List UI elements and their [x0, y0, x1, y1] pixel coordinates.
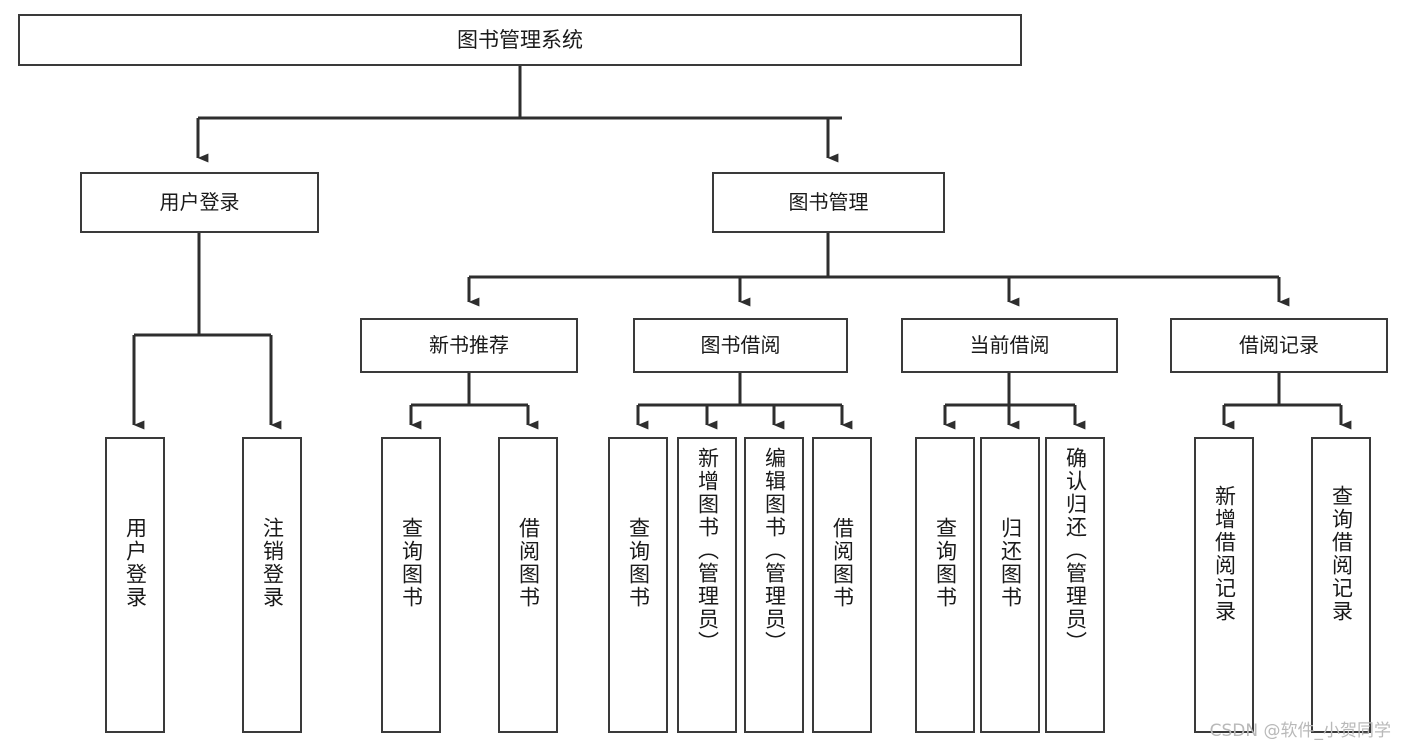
leaf-query-book-recommend[interactable]: 查询图书	[381, 437, 441, 733]
node-label: 查询借阅记录	[1329, 485, 1354, 623]
leaf-user-login[interactable]: 用户登录	[105, 437, 165, 733]
node-label: 借阅记录	[1239, 332, 1319, 357]
node-borrow-record[interactable]: 借阅记录	[1170, 318, 1388, 373]
node-user-login[interactable]: 用户登录	[80, 172, 319, 233]
node-label: 确认归还（管理员）	[1063, 447, 1088, 654]
node-label: 新增图书（管理员）	[695, 447, 720, 654]
node-label: 图书管理系统	[457, 27, 583, 52]
node-label: 新书推荐	[429, 332, 509, 357]
leaf-logout[interactable]: 注销登录	[242, 437, 302, 733]
node-label: 用户登录	[123, 517, 148, 609]
node-label: 归还图书	[998, 517, 1023, 609]
node-label: 用户登录	[159, 189, 240, 214]
node-label: 图书借阅	[700, 332, 781, 357]
node-label: 借阅图书	[516, 517, 541, 609]
leaf-query-book-current[interactable]: 查询图书	[915, 437, 975, 733]
leaf-edit-book-admin[interactable]: 编辑图书（管理员）	[744, 437, 804, 733]
node-label: 查询图书	[399, 517, 424, 609]
node-new-book-recommend[interactable]: 新书推荐	[360, 318, 578, 373]
node-label: 注销登录	[260, 517, 285, 609]
leaf-add-borrow-record[interactable]: 新增借阅记录	[1194, 437, 1254, 733]
node-label: 查询图书	[626, 517, 651, 609]
node-system-root[interactable]: 图书管理系统	[18, 14, 1022, 66]
node-label: 查询图书	[933, 517, 958, 609]
node-label: 图书管理	[788, 189, 869, 214]
node-book-borrow[interactable]: 图书借阅	[633, 318, 848, 373]
node-label: 编辑图书（管理员）	[762, 447, 787, 654]
leaf-borrow-book[interactable]: 借阅图书	[812, 437, 872, 733]
leaf-confirm-return-admin[interactable]: 确认归还（管理员）	[1045, 437, 1105, 733]
node-book-management[interactable]: 图书管理	[712, 172, 945, 233]
leaf-add-book-admin[interactable]: 新增图书（管理员）	[677, 437, 737, 733]
leaf-borrow-book-recommend[interactable]: 借阅图书	[498, 437, 558, 733]
node-label: 新增借阅记录	[1212, 485, 1237, 623]
node-current-borrow[interactable]: 当前借阅	[901, 318, 1118, 373]
node-label: 当前借阅	[969, 332, 1050, 357]
leaf-query-book-borrow[interactable]: 查询图书	[608, 437, 668, 733]
leaf-query-borrow-record[interactable]: 查询借阅记录	[1311, 437, 1371, 733]
leaf-return-book[interactable]: 归还图书	[980, 437, 1040, 733]
node-label: 借阅图书	[830, 517, 855, 609]
